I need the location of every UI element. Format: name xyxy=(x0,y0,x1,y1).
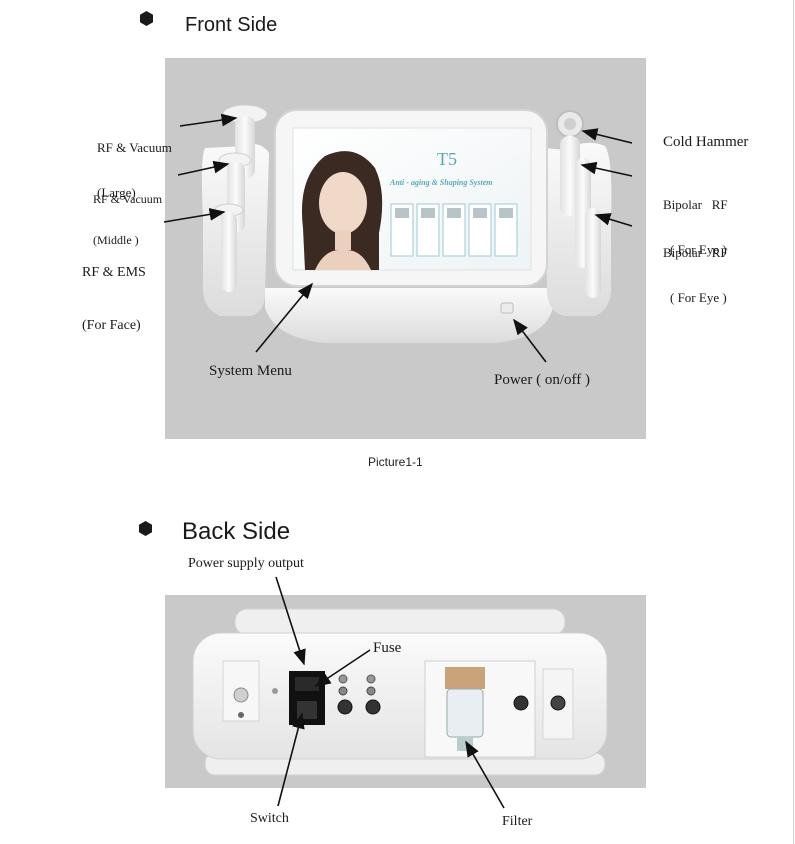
label-power-supply-output: Power supply output xyxy=(188,556,304,571)
label-system-menu: System Menu xyxy=(209,363,292,379)
label-rf-ems-line1: RF & EMS xyxy=(82,265,146,280)
label-rf-ems: RF & EMS (For Face) xyxy=(82,229,146,352)
screen-subtitle: Anti - aging & Shaping System xyxy=(390,178,493,187)
label-power: Power ( on/off ) xyxy=(494,372,590,388)
screen-brand: T5 xyxy=(437,149,457,169)
label-rf-vacuum-large-line2: (Large) xyxy=(97,184,136,200)
label-rf-vacuum-middle-line1: RF & Vacuum xyxy=(93,191,163,206)
label-cold-hammer: Cold Hammer xyxy=(663,134,749,150)
front-device-photo xyxy=(165,58,646,439)
label-bipolar-rf-1: Bipolar RF ( For Eye ) xyxy=(663,168,728,273)
label-bipolar-rf-2-line1: Bipolar RF xyxy=(663,244,728,260)
label-fuse: Fuse xyxy=(373,640,402,656)
label-rf-vacuum-middle: RF & Vacuum (Middle ) xyxy=(93,165,162,262)
label-bipolar-rf-1-line2: ( For Eye ) xyxy=(670,241,727,257)
hexagon-bullet-icon xyxy=(139,11,154,26)
label-switch: Switch xyxy=(250,811,289,826)
hexagon-bullet-icon xyxy=(138,521,153,536)
label-rf-vacuum-large-line1: RF & Vacuum xyxy=(97,139,172,155)
front-caption: Picture1-1 xyxy=(368,455,423,469)
front-side-title: Front Side xyxy=(185,14,278,36)
label-bipolar-rf-1-line1: Bipolar RF xyxy=(663,196,728,212)
label-bipolar-rf-2: Bipolar RF ( For Eye ) xyxy=(663,216,728,321)
page-edge-line xyxy=(793,0,794,844)
label-rf-vacuum-large: RF & Vacuum (Large) xyxy=(97,111,172,216)
label-filter: Filter xyxy=(502,814,533,829)
label-rf-ems-line2: (For Face) xyxy=(82,317,141,333)
back-side-title: Back Side xyxy=(182,518,291,545)
label-rf-vacuum-middle-line2: (Middle ) xyxy=(93,232,139,247)
back-device-photo xyxy=(165,595,646,788)
label-bipolar-rf-2-line2: ( For Eye ) xyxy=(670,289,727,305)
